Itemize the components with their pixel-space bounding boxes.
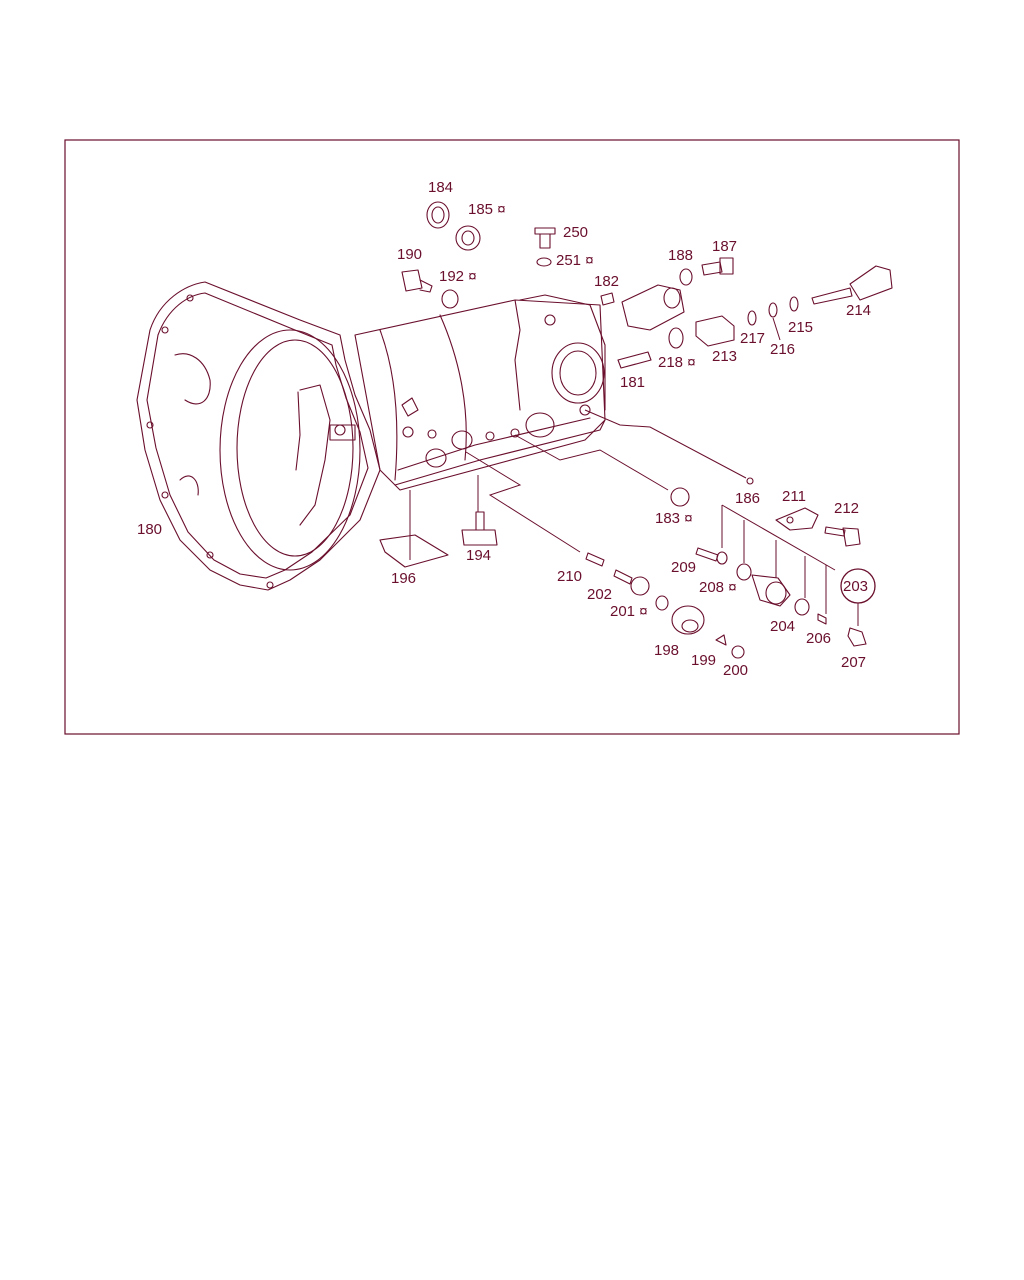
part-198-valve [671,605,705,635]
label-200: 200 [723,662,748,679]
part-209-bolt [695,547,728,565]
part-202-piston [613,569,650,596]
part-181-pin [617,351,652,369]
part-186-ball [746,477,754,485]
label-209: 209 [671,559,696,576]
label-201: 201 ¤ [610,603,648,620]
callout-labels: 180 184 185 ¤ 250 251 ¤ 190 192 ¤ 182 18… [137,179,871,679]
part-washer-204 [794,598,810,616]
part-214-sensor [811,265,893,305]
part-210-pin [585,552,605,567]
part-182-pin [600,292,615,306]
part-201-washer [655,595,669,611]
label-211: 211 [782,488,806,505]
part-217-washer [747,310,757,326]
label-213: 213 [712,348,737,365]
part-250-breather [534,227,556,267]
part-185-seal [455,225,481,251]
part-211-gasket [775,507,819,531]
part-199-clip [715,634,727,646]
part-218-washer [668,327,684,349]
label-181: 181 [620,374,645,391]
label-188: 188 [668,247,693,264]
part-188-washer [679,268,693,286]
label-250: 250 [563,224,588,241]
part-183-plug [670,487,690,507]
part-213-housing [695,315,735,347]
label-182: 182 [594,273,619,290]
label-218: 218 ¤ [658,354,696,371]
part-187-bolt [701,257,734,276]
part-184-seal [426,201,450,229]
part-194-mount [461,511,498,546]
callout-203-circle [840,568,876,604]
label-217: 217 [740,330,765,347]
label-202: 202 [587,586,612,603]
diagram-border [64,139,960,735]
label-214: 214 [846,302,871,319]
label-190: 190 [397,246,422,263]
part-sleeve [621,284,685,331]
label-194: 194 [466,547,491,564]
label-186: 186 [735,490,760,507]
part-192-washer [441,289,459,309]
part-196-bracket [379,534,449,568]
part-190-plug [401,269,433,293]
label-215: 215 [788,319,813,336]
label-180: 180 [137,521,162,538]
label-216: 216 [770,341,795,358]
label-251: 251 ¤ [556,252,594,269]
leader-lines [409,317,859,626]
label-196: 196 [391,570,416,587]
label-199: 199 [691,652,716,669]
label-212: 212 [834,500,859,517]
label-206: 206 [806,630,831,647]
label-184: 184 [428,179,453,196]
part-206-pin [817,613,827,625]
part-212-bolt [824,526,861,547]
part-204-housing [751,574,791,607]
label-204: 204 [770,618,795,635]
label-203: 203 [843,578,868,595]
part-208-washer [736,563,752,581]
label-192: 192 ¤ [439,268,477,285]
label-208: 208 ¤ [699,579,737,596]
label-207: 207 [841,654,866,671]
part-216-washer [768,302,778,318]
label-183: 183 ¤ [655,510,693,527]
part-215-washer [789,296,799,312]
part-207-plug [847,627,867,647]
transmission-housing [136,281,606,591]
label-198: 198 [654,642,679,659]
label-185: 185 ¤ [468,201,506,218]
label-187: 187 [712,238,737,255]
part-200-cap [731,645,745,659]
label-210: 210 [557,568,582,585]
